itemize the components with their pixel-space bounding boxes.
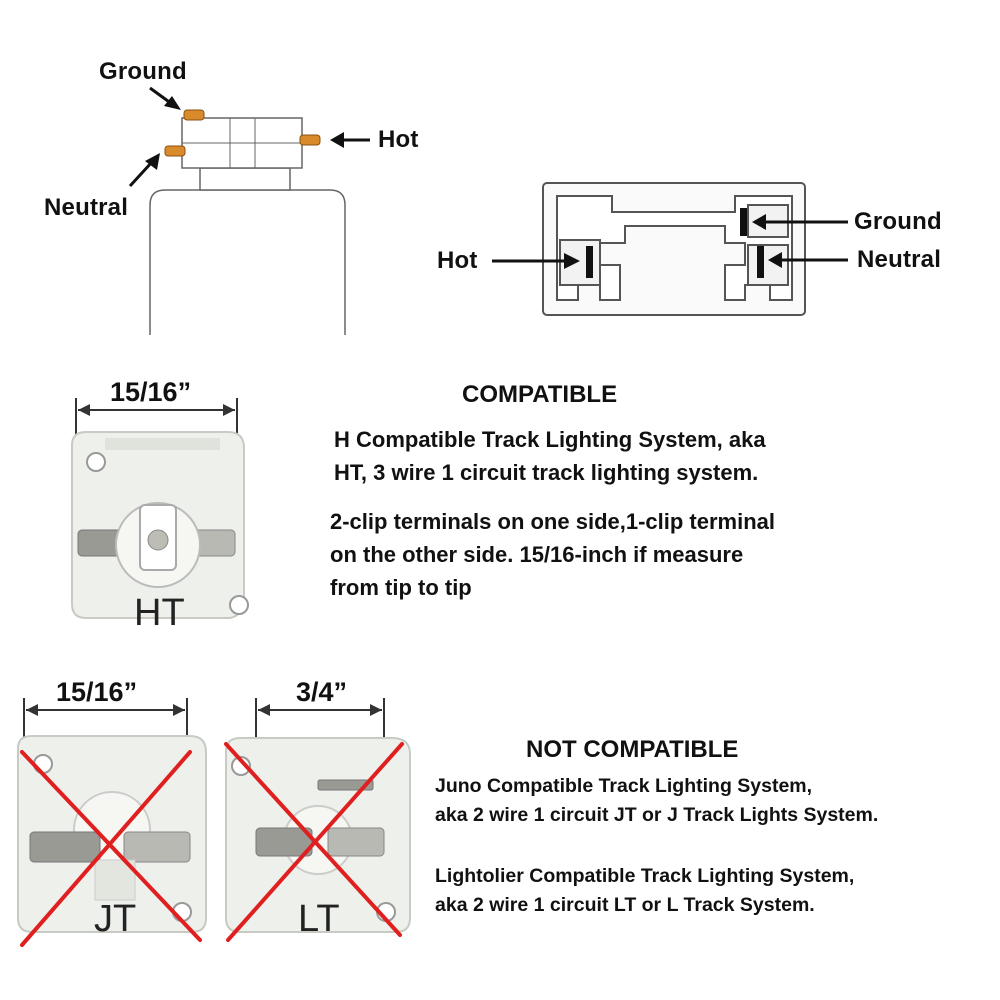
- lt-red-cross: [224, 742, 404, 942]
- track-hot-label: Hot: [437, 247, 478, 274]
- track-ground-label: Ground: [854, 208, 942, 235]
- juno-description: Juno Compatible Track Lighting System, a…: [435, 772, 878, 830]
- track-neutral-label: Neutral: [857, 246, 942, 273]
- juno-description-line: aka 2 wire 1 circuit JT or J Track Light…: [435, 804, 879, 826]
- ht-dimension: 15/16”: [110, 377, 192, 407]
- lightolier-description-line: Lightolier Compatible Track Lighting Sys…: [435, 865, 855, 887]
- compatible-detail: 2-clip terminals on one side,1-clip term…: [330, 505, 775, 604]
- neutral-terminal: [164, 145, 186, 157]
- neutral-label: Neutral: [44, 194, 129, 221]
- juno-description-line: Juno Compatible Track Lighting System,: [435, 775, 813, 797]
- compatible-detail-line: 2-clip terminals on one side,1-clip term…: [330, 509, 776, 534]
- compatible-description-line: HT, 3 wire 1 circuit track lighting syst…: [334, 460, 759, 485]
- lt-dimension: 3/4”: [296, 677, 348, 707]
- compatible-detail-line: on the other side. 15/16-inch if measure: [330, 542, 744, 567]
- compatible-description-line: H Compatible Track Lighting System, aka: [334, 427, 766, 452]
- ht-plate-label: HT: [134, 592, 185, 634]
- lt-plate-label: LT: [298, 898, 340, 940]
- compatible-detail-line: from tip to tip: [330, 575, 472, 600]
- hot-label: Hot: [378, 126, 419, 153]
- jt-red-cross: [20, 750, 202, 947]
- lightolier-description-line: aka 2 wire 1 circuit LT or L Track Syste…: [435, 894, 815, 916]
- ground-label: Ground: [99, 58, 187, 85]
- lightolier-description: Lightolier Compatible Track Lighting Sys…: [435, 862, 854, 920]
- ground-terminal: [183, 109, 205, 121]
- hot-terminal: [299, 134, 321, 146]
- compatible-heading: COMPATIBLE: [462, 381, 618, 408]
- jt-dimension: 15/16”: [56, 677, 138, 707]
- not-compatible-heading: NOT COMPATIBLE: [526, 736, 739, 763]
- jt-plate-label: JT: [94, 898, 137, 940]
- compatible-description: H Compatible Track Lighting System, aka …: [334, 423, 766, 489]
